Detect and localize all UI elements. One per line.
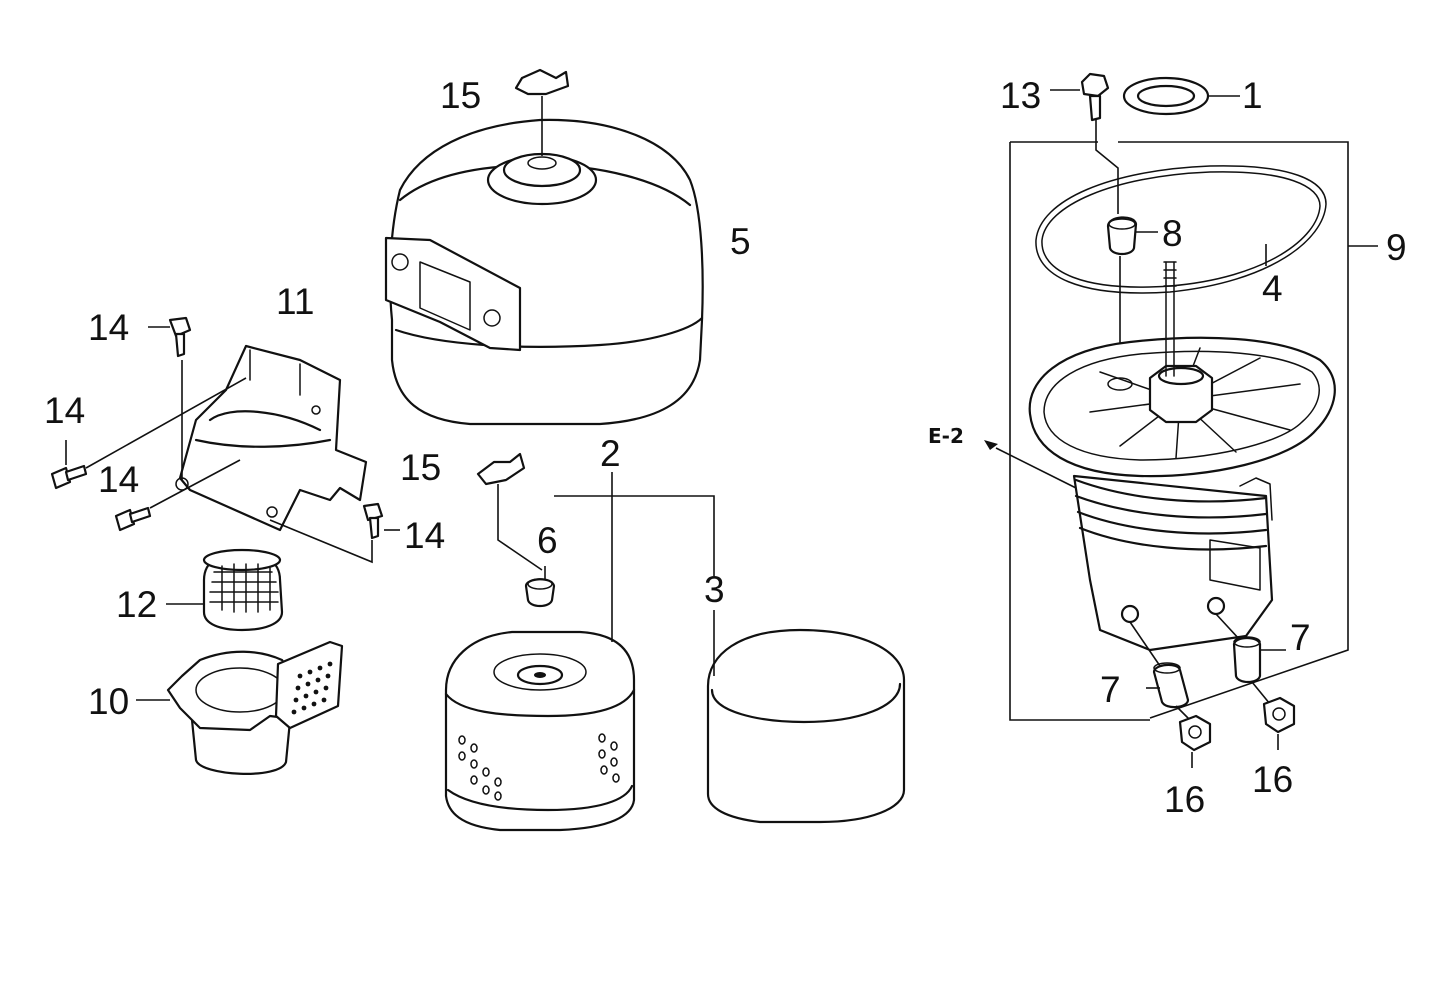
part-14-screw-mid — [114, 459, 241, 532]
callout-16-left: 16 — [1164, 779, 1205, 820]
callout-7-right: 7 — [1290, 617, 1311, 658]
part-15-wing-nut-lower — [476, 452, 543, 571]
callout-5: 5 — [730, 221, 751, 262]
callout-6: 6 — [537, 520, 558, 561]
part-16-nut-left — [1178, 714, 1212, 768]
callout-4: 4 — [1262, 268, 1283, 309]
callout-16-right: 16 — [1252, 759, 1293, 800]
part-8-collar — [1106, 216, 1158, 380]
part-5-cover — [384, 118, 704, 426]
part-6-grommet — [524, 566, 556, 608]
callout-2: 2 — [600, 433, 621, 474]
callout-labels: 1 2 3 4 5 6 7 7 8 9 10 11 12 13 14 14 14… — [44, 75, 1407, 820]
callout-14-left: 14 — [44, 390, 85, 431]
part-9-case-assembly — [1028, 261, 1336, 667]
callout-14-top: 14 — [88, 307, 129, 348]
callout-8: 8 — [1162, 213, 1183, 254]
part-11-intake-duct — [175, 344, 368, 532]
callout-9: 9 — [1386, 227, 1407, 268]
callout-10: 10 — [88, 681, 129, 722]
callout-14-right: 14 — [404, 515, 445, 556]
part-15-wing-nut-top — [514, 68, 570, 156]
part-14-screw-left — [50, 377, 247, 490]
part-4-gasket — [1035, 165, 1327, 294]
callout-1: 1 — [1242, 75, 1263, 116]
reference-e2: E-2 — [928, 424, 1077, 489]
reference-e2-label: E-2 — [928, 424, 964, 448]
part-1-seal — [1122, 76, 1240, 116]
part-3-foam — [706, 628, 906, 824]
callout-15-lower: 15 — [400, 447, 441, 488]
part-13-bolt — [1050, 72, 1119, 214]
part-2-element — [444, 630, 636, 832]
callout-11: 11 — [276, 281, 314, 322]
callout-14-mid: 14 — [98, 459, 139, 500]
part-16-nut-right — [1262, 696, 1296, 750]
callout-13: 13 — [1000, 75, 1041, 116]
callout-12: 12 — [116, 584, 157, 625]
callout-3: 3 — [704, 569, 725, 610]
part-7-tube-left — [1146, 662, 1191, 721]
part-10-intake-body — [136, 640, 344, 775]
part-7-tube-right — [1232, 636, 1286, 705]
callout-7-left: 7 — [1100, 669, 1121, 710]
part-14-screw-right — [269, 502, 400, 564]
part-12-screen — [166, 548, 284, 632]
part-14-screw-top — [148, 316, 192, 480]
callout-15-top: 15 — [440, 75, 481, 116]
part-9-assembly-box — [1009, 141, 1378, 721]
leaders-2-3 — [554, 472, 715, 676]
